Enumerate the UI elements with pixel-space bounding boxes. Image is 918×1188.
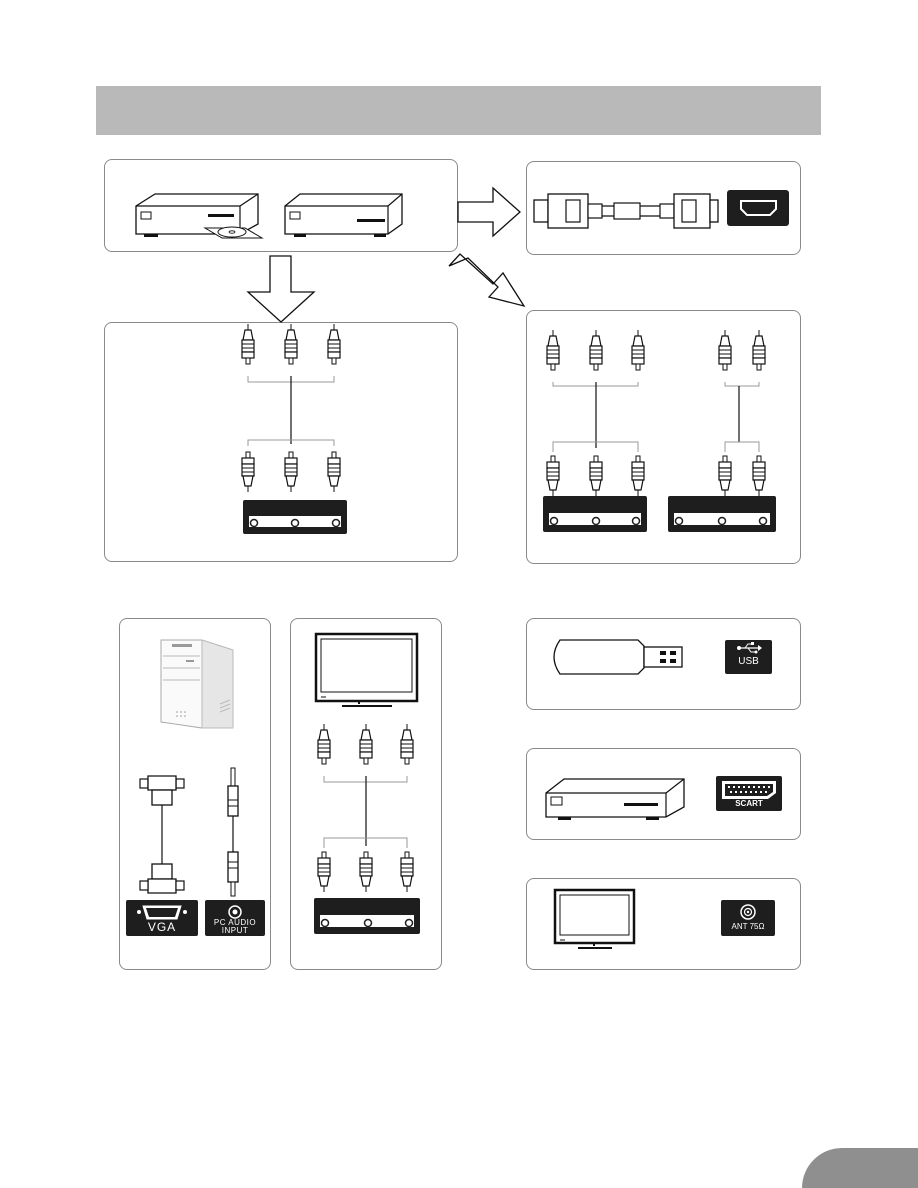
rca-cable-icon: [719, 330, 765, 496]
usb-port-label: USB: [725, 657, 772, 667]
scart-port-label: SCART: [716, 800, 782, 808]
pc-tower-icon: [161, 640, 233, 728]
component-port-icon: [243, 500, 347, 534]
tv-monitor-icon: [316, 634, 417, 706]
arrow-icon: [458, 188, 520, 236]
arrow-icon: [248, 256, 314, 322]
rca-cable-icon: [242, 324, 340, 492]
vga-cable-icon: [140, 776, 184, 893]
set-top-box-icon: [285, 194, 402, 237]
component-port-icon: [543, 496, 647, 532]
antenna-port-label: ANT 75Ω: [721, 923, 775, 931]
rca-cable-icon: [547, 330, 644, 496]
component-port-icon: [668, 496, 776, 532]
set-top-box-icon: [546, 779, 684, 820]
hdmi-port-icon: [727, 190, 789, 226]
audio-cable-icon: [228, 768, 238, 896]
component-port-icon: [314, 898, 420, 934]
hdmi-cable-icon: [534, 194, 718, 228]
page-number-tab: [802, 1148, 918, 1188]
rca-cable-icon: [318, 724, 413, 892]
vga-port-label: VGA: [126, 921, 198, 933]
tv-monitor-icon: [555, 890, 634, 948]
pc-audio-port-label-line2: INPUT: [205, 927, 265, 935]
arrow-icon: [449, 254, 524, 306]
dvd-player-icon: [136, 194, 262, 238]
usb-drive-icon: [554, 640, 682, 674]
